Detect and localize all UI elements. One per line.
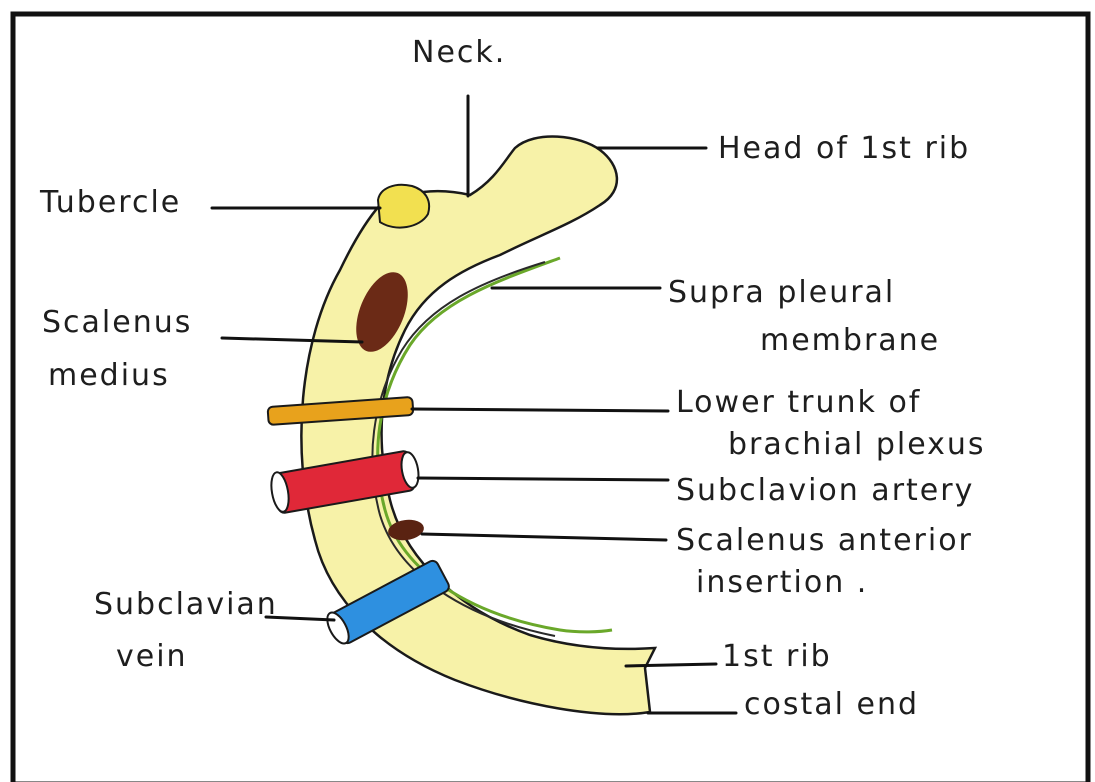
suprapleural-membrane-label-line1: Supra pleural bbox=[668, 275, 895, 310]
scalenus-anterior-label-line1: Scalenus anterior bbox=[676, 523, 973, 558]
subclavian-vein-label-line2: vein bbox=[116, 639, 188, 674]
costal-end-label: costal end bbox=[744, 687, 919, 722]
lower-trunk-label-line1: Lower trunk of bbox=[676, 385, 921, 420]
scalenus-medius-label-line1: Scalenus bbox=[42, 305, 192, 340]
scalenus-anterior-label-line2: insertion . bbox=[696, 565, 868, 600]
suprapleural-membrane-label-line2: membrane bbox=[760, 323, 940, 358]
subclavian-artery-label: Subclavion artery bbox=[676, 473, 974, 508]
head-of-first-rib-label: Head of 1st rib bbox=[718, 131, 970, 166]
lower-trunk-label-line2: brachial plexus bbox=[728, 427, 986, 462]
first-rib-leader bbox=[626, 664, 716, 666]
tubercle-label: Tubercle bbox=[39, 185, 181, 220]
subclavian-artery-leader bbox=[418, 478, 668, 480]
lower-trunk-leader bbox=[412, 409, 668, 411]
first-rib-label: 1st rib bbox=[722, 639, 832, 674]
tubercle-shape bbox=[378, 185, 429, 228]
subclavian-vein-label-line1: Subclavian bbox=[94, 587, 278, 622]
neck-label: Neck. bbox=[412, 35, 506, 70]
scalenus-medius-label-line2: medius bbox=[48, 358, 170, 393]
